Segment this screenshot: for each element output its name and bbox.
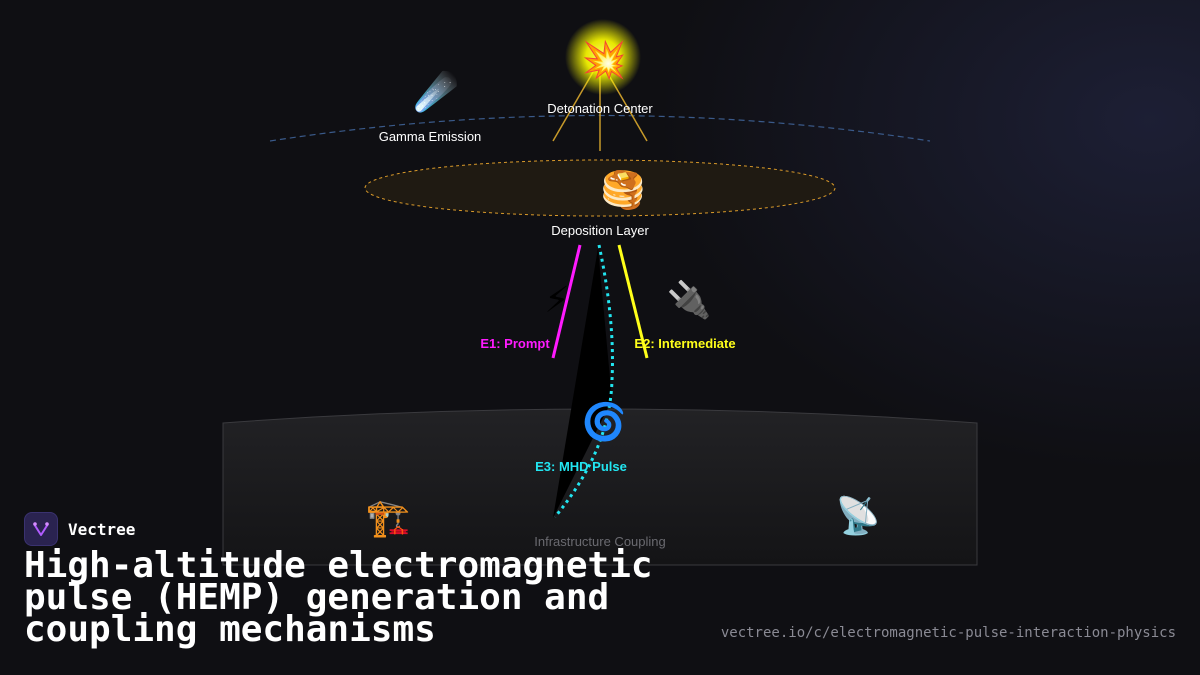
detonation-glow — [565, 19, 641, 95]
source-url[interactable]: vectree.io/c/electromagnetic-pulse-inter… — [720, 625, 1176, 641]
deposition-label: Deposition Layer — [551, 223, 649, 238]
crane-icon: 🏗️ — [366, 498, 411, 539]
comet-icon: ☄️ — [414, 69, 459, 115]
page-title: High-altitude electromagnetic pulse (HEM… — [24, 545, 653, 650]
brand-name: Vectree — [68, 519, 136, 539]
pancakes-icon: 🥞 — [601, 169, 646, 213]
infrastructure-label: Infrastructure Coupling — [534, 534, 666, 549]
pulse-wedge — [553, 248, 612, 518]
e2-label: E2: Intermediate — [634, 336, 735, 351]
e3-label: E3: MHD Pulse — [535, 459, 627, 474]
e3-path — [553, 244, 614, 518]
gamma-label: Gamma Emission — [379, 129, 482, 144]
plug-icon: 🔌 — [667, 279, 712, 321]
deposition-ellipse — [364, 159, 836, 217]
e1-path — [551, 244, 582, 359]
lightning-icon: ⚡ — [544, 280, 569, 321]
satellite-dish-icon: 📡 — [836, 493, 881, 537]
explosion-icon: 💥 — [582, 39, 627, 81]
cyclone-icon: 🌀 — [582, 400, 627, 443]
infrastructure-ground — [222, 408, 978, 566]
vectree-logo-icon — [24, 512, 58, 546]
brand: Vectree — [24, 512, 135, 546]
e2-path — [617, 244, 649, 359]
e1-label: E1: Prompt — [480, 336, 550, 351]
detonation-label: Detonation Center — [547, 101, 653, 116]
